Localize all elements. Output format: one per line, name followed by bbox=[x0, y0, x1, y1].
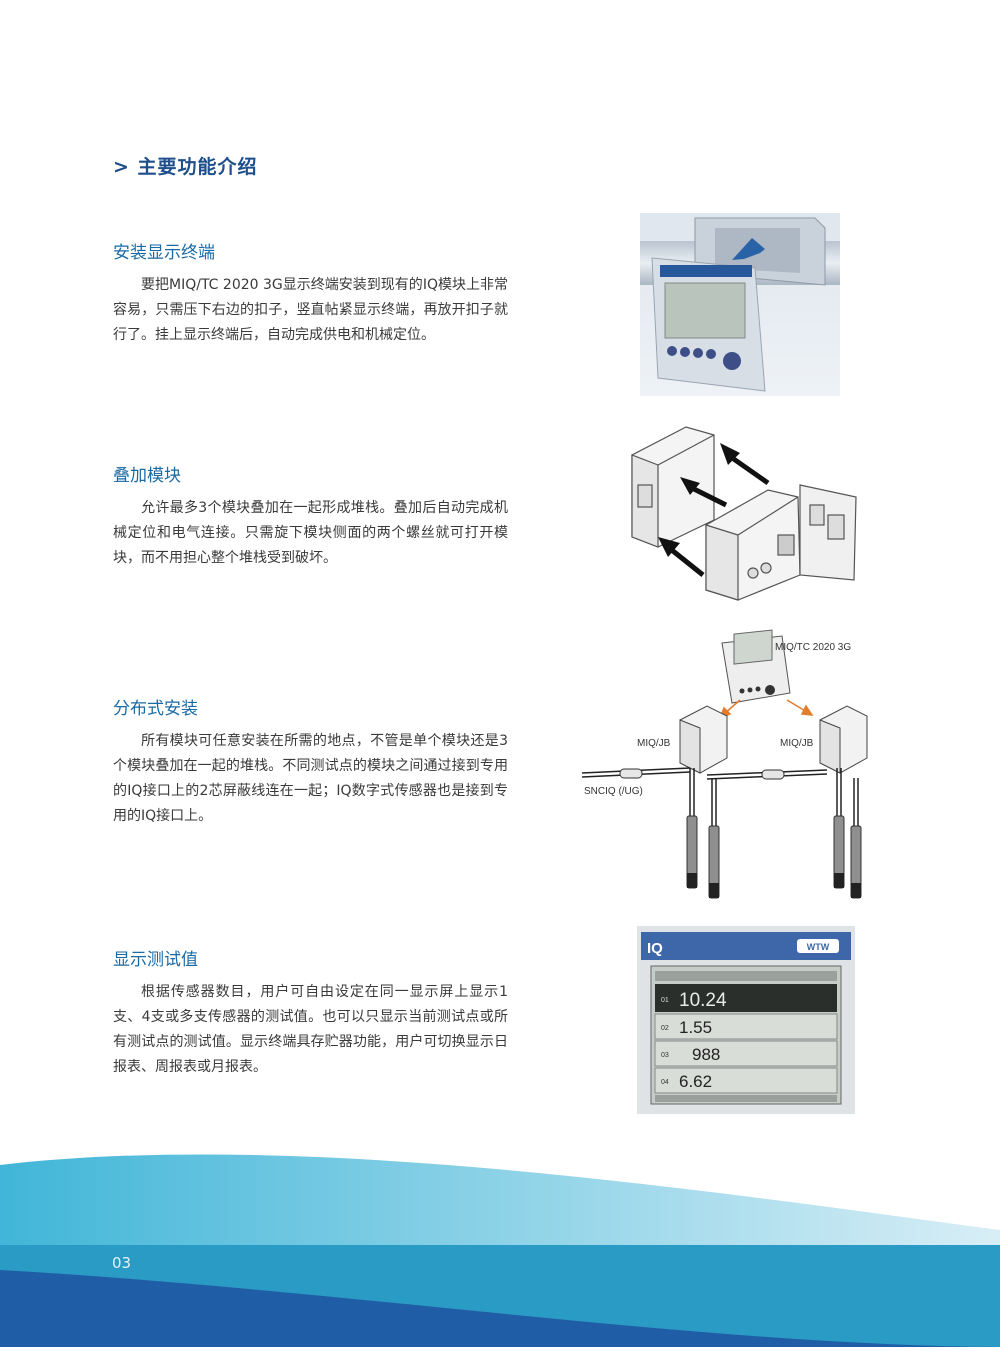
footer-wave bbox=[0, 1130, 1000, 1347]
section-body-display-values: 根据传感器数目，用户可自由设定在同一显示屏上显示1支、4支或多支传感器的测试值。… bbox=[113, 984, 508, 1075]
page-number: 03 bbox=[112, 1254, 132, 1272]
svg-text:04: 04 bbox=[661, 1079, 669, 1086]
display-logo: WTW bbox=[807, 942, 830, 952]
display-brand: IQ bbox=[647, 940, 663, 957]
svg-text:10.24: 10.24 bbox=[679, 990, 727, 1011]
terminal-label: MIQ/TC 2020 3G bbox=[775, 642, 851, 653]
section-body-stack-modules: 允许最多3个模块叠加在一起形成堆栈。叠加后自动完成机械定位和电气连接。只需旋下模… bbox=[113, 500, 508, 566]
jb-right-label: MIQ/JB bbox=[780, 738, 814, 749]
svg-text:988: 988 bbox=[692, 1045, 720, 1064]
cable-label: SNCIQ (/UG) bbox=[584, 786, 643, 797]
page-title: > 主要功能介绍 bbox=[113, 156, 258, 178]
measurement-display-screenshot: IQ WTW 01 10.24 02 1.55 03 988 04 6.62 bbox=[637, 926, 855, 1114]
display-row-4: 04 6.62 bbox=[654, 1067, 838, 1094]
svg-text:03: 03 bbox=[661, 1052, 669, 1059]
svg-text:1.55: 1.55 bbox=[679, 1018, 712, 1037]
section-body-distributed-install: 所有模块可任意安装在所需的地点，不管是单个模块还是3个模块叠加在一起的堆栈。不同… bbox=[113, 733, 508, 824]
terminal-mounting-photo bbox=[640, 213, 840, 396]
stacked-modules-drawing bbox=[628, 425, 860, 605]
distributed-install-diagram: MIQ/TC 2020 3G MIQ/JB MIQ/JB bbox=[581, 628, 882, 900]
section-body-install-terminal: 要把MIQ/TC 2020 3G显示终端安装到现有的IQ模块上非常容易，只需压下… bbox=[113, 277, 508, 343]
terminal-drawing bbox=[721, 629, 791, 704]
jb-left-label: MIQ/JB bbox=[637, 738, 671, 749]
section-title-display-values: 显示测试值 bbox=[113, 950, 198, 970]
display-row-1: 01 10.24 bbox=[655, 984, 837, 1012]
svg-text:6.62: 6.62 bbox=[679, 1072, 712, 1091]
svg-text:01: 01 bbox=[661, 997, 669, 1004]
section-title-install-terminal: 安装显示终端 bbox=[113, 243, 215, 263]
display-row-3: 03 988 bbox=[654, 1040, 838, 1067]
section-title-distributed-install: 分布式安装 bbox=[113, 699, 198, 719]
display-row-2: 02 1.55 bbox=[654, 1013, 838, 1040]
svg-text:02: 02 bbox=[661, 1025, 669, 1032]
section-title-stack-modules: 叠加模块 bbox=[113, 466, 181, 486]
